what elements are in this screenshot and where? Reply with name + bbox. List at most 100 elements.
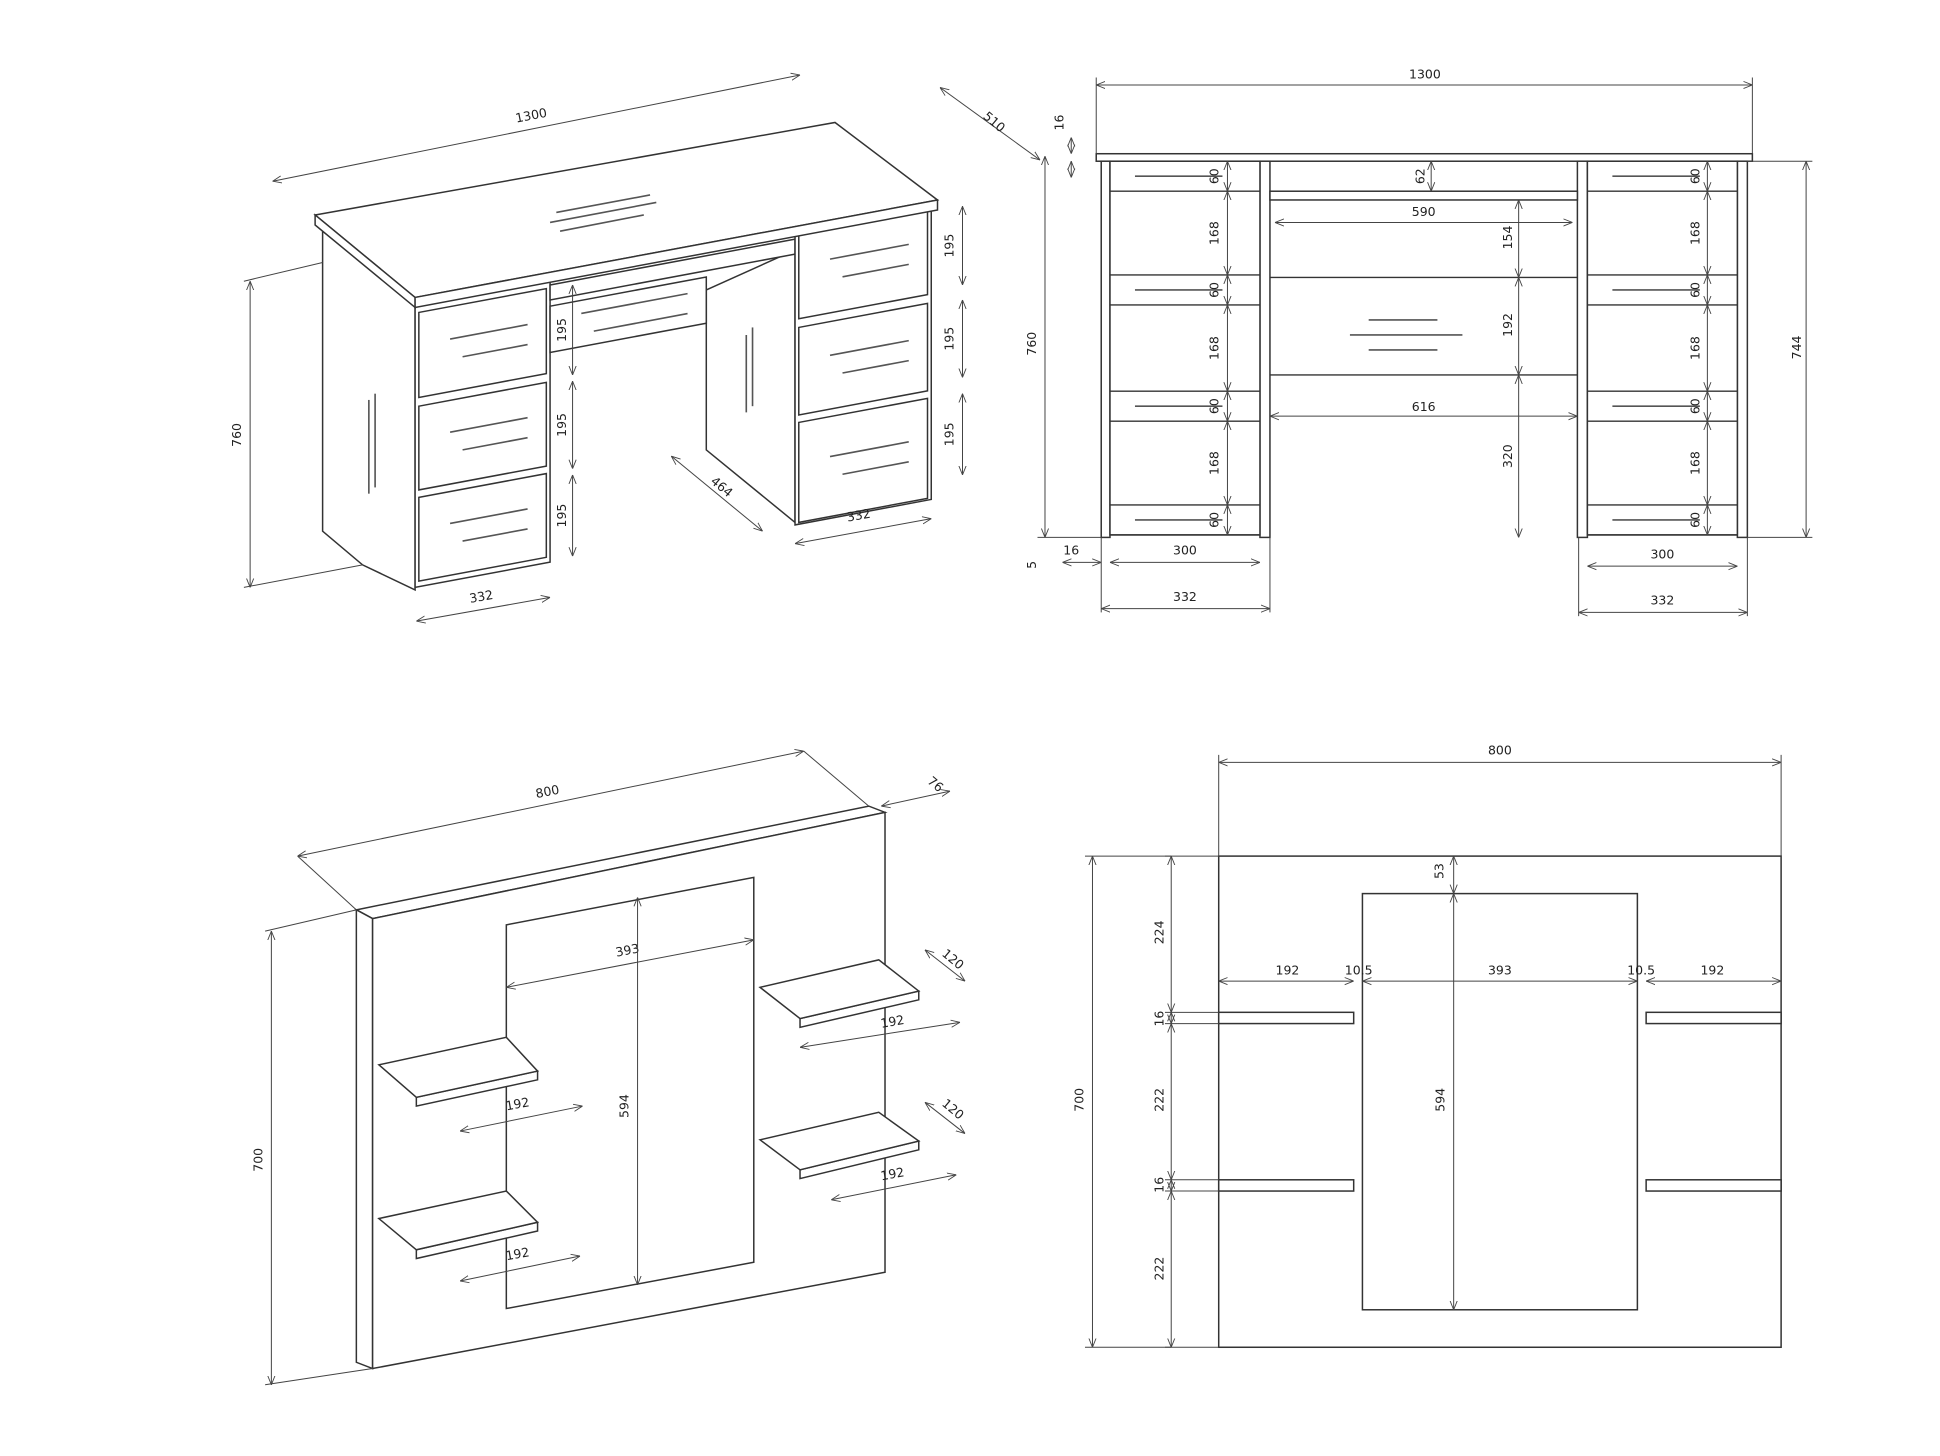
dimension-label: 192 — [879, 1012, 905, 1031]
shelf — [377, 1036, 540, 1099]
drawer-handle — [829, 441, 909, 458]
dimension-label: 192 — [504, 1244, 530, 1263]
dimension-label: 192 — [1500, 313, 1515, 337]
dimension-label: 332 — [1173, 589, 1197, 604]
drawer-handle — [462, 343, 528, 358]
side-panel — [1259, 160, 1271, 539]
dimension-label: 16 — [1051, 114, 1066, 130]
drawer-handle — [462, 528, 528, 542]
dimension-label: 195 — [554, 318, 569, 342]
extension-line — [243, 564, 363, 588]
dimension-label: 1300 — [1409, 66, 1441, 81]
shelf — [758, 1111, 921, 1171]
dimension-label: 10.5 — [1345, 963, 1373, 978]
dimension-label: 700 — [1071, 1088, 1086, 1112]
dimension-label: 590 — [1412, 204, 1436, 219]
dimension-line — [795, 519, 931, 544]
left-drawer-front — [418, 287, 548, 399]
dimension-label: 16 — [1063, 543, 1079, 558]
drawer-handle — [829, 339, 909, 357]
extension-line — [297, 855, 357, 911]
dimension-label: 154 — [1500, 225, 1515, 249]
shelf — [1645, 1179, 1782, 1192]
dimension-line — [671, 456, 762, 531]
dimension-label: 168 — [1206, 451, 1221, 475]
dimension-label: 222 — [1151, 1088, 1166, 1112]
top-mark — [549, 201, 657, 224]
shelf — [758, 959, 921, 1020]
side-panel — [1100, 160, 1111, 539]
dimension-label: 168 — [1688, 451, 1703, 475]
top-mark — [556, 194, 651, 214]
dimension-label: 120 — [939, 946, 967, 973]
right-drawer-front — [798, 302, 929, 416]
drawer-handle — [593, 312, 688, 332]
dimension-label: 195 — [942, 327, 957, 351]
dimension-label: 60 — [1688, 398, 1703, 414]
dimension-label: 320 — [1500, 444, 1515, 468]
dimension-label: 168 — [1688, 221, 1703, 245]
dimension-label: 464 — [708, 473, 736, 500]
drawer-handle — [842, 263, 909, 278]
shelf — [1217, 1179, 1355, 1192]
dimension-label: 16 — [1151, 1177, 1166, 1193]
dimension-line — [298, 751, 804, 856]
drawer-handle — [449, 416, 528, 434]
dimension-label: 300 — [1173, 543, 1197, 558]
dimension-label: 192 — [1700, 963, 1724, 978]
extension-line — [265, 1368, 373, 1386]
dimension-line — [460, 1256, 580, 1281]
dimension-label: 700 — [250, 1148, 265, 1172]
dimension-label: 195 — [554, 413, 569, 437]
drawer-handle — [829, 243, 909, 260]
dimension-label: 62 — [1413, 168, 1428, 184]
top-mark — [559, 214, 644, 233]
drawer-handle — [842, 461, 909, 476]
dimension-label: 594 — [617, 1094, 632, 1118]
dimension-line — [416, 597, 550, 621]
dimension-line — [506, 940, 753, 987]
dimension-label: 60 — [1688, 512, 1703, 528]
dimension-label: 60 — [1206, 512, 1221, 528]
dimension-label: 760 — [229, 423, 244, 447]
right-drawer-front — [798, 397, 929, 524]
dimension-label: 332 — [1650, 593, 1674, 608]
dimension-line — [800, 1022, 960, 1047]
drawer-handle — [462, 436, 528, 451]
dimension-label: 120 — [939, 1096, 967, 1123]
keyboard-tray — [1269, 190, 1579, 201]
extension-line — [243, 261, 323, 282]
dimension-label: 60 — [1688, 282, 1703, 298]
dimension-label: 16 — [1151, 1011, 1166, 1027]
desktop-edge-front — [414, 199, 939, 309]
extension-line — [803, 750, 870, 807]
drawer-handle — [449, 323, 528, 340]
dimension-line — [925, 950, 965, 981]
dimension-label: 195 — [942, 422, 957, 446]
dimension-label: 222 — [1151, 1257, 1166, 1281]
dimension-label: 744 — [1789, 335, 1804, 359]
dimension-label: 168 — [1206, 336, 1221, 360]
dimension-label: 192 — [1276, 963, 1300, 978]
center-drawer-front — [549, 276, 708, 354]
dimension-label: 192 — [504, 1094, 530, 1113]
dimension-line — [831, 1175, 956, 1200]
desktop-top — [1095, 152, 1754, 162]
dimension-label: 10.5 — [1627, 963, 1655, 978]
dimension-label: 192 — [879, 1164, 905, 1183]
dimension-label: 60 — [1206, 168, 1221, 184]
dimension-label: 510 — [980, 108, 1008, 135]
drawer-handle — [449, 508, 528, 525]
dimension-line — [940, 87, 1040, 159]
dimension-label: 393 — [1488, 963, 1512, 978]
dimension-line — [273, 75, 800, 181]
drawer-handle — [842, 359, 909, 374]
dimension-label: 60 — [1688, 168, 1703, 184]
dimension-label: 760 — [1024, 332, 1039, 356]
mirror-glass — [1361, 892, 1639, 1311]
dimension-label: 332 — [846, 506, 872, 525]
